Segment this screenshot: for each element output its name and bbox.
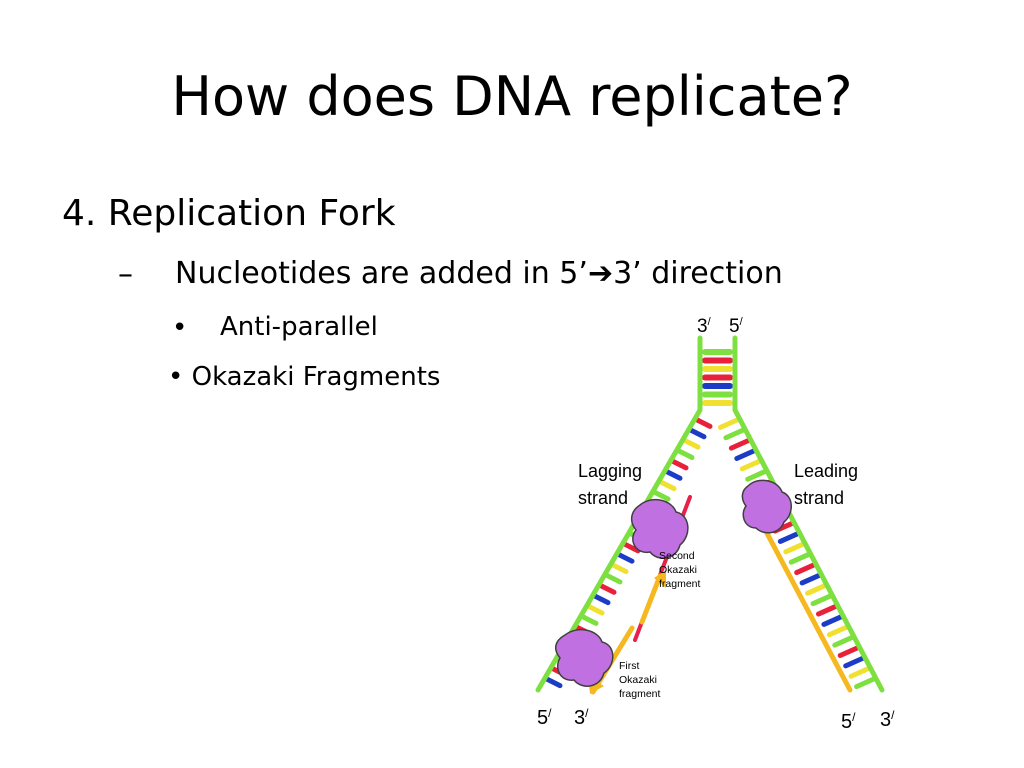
okazaki-bold: Okazaki: [191, 362, 295, 392]
base-pair: [585, 603, 605, 616]
label-leading-2: strand: [794, 488, 844, 508]
bullet-anti-parallel: Anti-parallel: [220, 312, 378, 342]
base-pair: [777, 530, 801, 544]
base-pair: [843, 655, 867, 669]
fragments-text: Fragments: [294, 362, 441, 392]
point-replication-fork: 4. Replication Fork: [62, 193, 396, 234]
base-pair: [717, 416, 741, 430]
base-pair: [745, 468, 769, 482]
label-lagging-2: strand: [578, 488, 628, 508]
base-pair: [681, 437, 701, 450]
base-pair: [854, 676, 878, 690]
base-pair: [597, 582, 617, 595]
okazaki-arrow-second: [654, 570, 666, 588]
direction-text-after: 3’ direction: [613, 256, 783, 291]
polymerase-leading: [741, 479, 792, 534]
base-pair: [693, 416, 713, 429]
base-pair: [848, 665, 872, 679]
base-pair: [675, 447, 695, 460]
dash-bullet: –: [118, 257, 133, 292]
base-pair: [826, 624, 850, 638]
label-second-3: fragment: [659, 578, 701, 590]
bullet-okazaki: • Okazaki Fragments: [168, 360, 440, 394]
base-pair: [663, 468, 683, 481]
label-first-3: fragment: [619, 688, 661, 700]
label-first-1: First: [619, 660, 639, 672]
label-bottom-left-3: 3/: [574, 706, 589, 729]
polymerase-enzymes: [554, 479, 792, 687]
base-pair: [799, 572, 823, 586]
parental-strands: [535, 335, 885, 693]
base-pair: [739, 458, 763, 472]
base-pair: [788, 551, 812, 565]
base-pair: [810, 593, 834, 607]
base-pair: [783, 541, 807, 555]
base-pair-rungs: [543, 349, 878, 690]
label-second-1: Second: [659, 550, 695, 562]
leading-new-strand: [757, 517, 853, 693]
label-top-right-5: 5/: [729, 316, 744, 337]
parental-strand-right: [732, 335, 885, 693]
base-pair: [579, 613, 599, 626]
base-pair: [794, 562, 818, 576]
direction-text-before: Nucleotides are added in 5’: [175, 256, 588, 291]
base-pair: [734, 447, 758, 461]
label-bottom-left-5: 5/: [537, 706, 552, 729]
base-pair: [657, 479, 677, 492]
base-pair: [621, 541, 641, 554]
slide-title: How does DNA replicate?: [171, 65, 853, 128]
okazaki-fragment-second-primer: [639, 573, 663, 625]
label-first-2: Okazaki: [619, 674, 657, 686]
parental-strand-left: [535, 335, 703, 693]
base-pair: [832, 634, 856, 648]
base-pair: [728, 437, 752, 451]
replication-fork-diagram: 3/ 5/ Lagging strand Leading strand Seco…: [535, 316, 895, 733]
base-pair: [815, 603, 839, 617]
label-bottom-right-3: 3/: [880, 708, 895, 731]
right-arrow-icon: ➔: [587, 256, 614, 291]
subpoint-direction: Nucleotides are added in 5’➔3’ direction: [175, 254, 783, 294]
base-pair: [805, 582, 829, 596]
polymerase-lagging-lower: [554, 628, 614, 687]
base-pair: [821, 613, 845, 627]
base-pair: [543, 676, 563, 689]
bullet-dot-2: •: [168, 362, 184, 392]
base-pair: [609, 562, 629, 575]
bullet-dot-1: •: [172, 313, 188, 343]
base-pair: [603, 572, 623, 585]
label-lagging-1: Lagging: [578, 461, 642, 481]
diagram-labels: 3/ 5/ Lagging strand Leading strand Seco…: [537, 316, 895, 733]
label-bottom-right-5: 5/: [841, 710, 856, 733]
base-pair: [651, 489, 671, 502]
base-pair: [723, 427, 747, 441]
label-second-2: Okazaki: [659, 564, 697, 576]
base-pair: [591, 593, 611, 606]
base-pair: [615, 551, 635, 564]
polymerase-lagging-upper: [630, 498, 689, 559]
base-pair: [669, 458, 689, 471]
label-leading-1: Leading: [794, 461, 858, 481]
base-pair: [687, 427, 707, 440]
label-top-left-3: 3/: [697, 316, 712, 337]
base-pair: [837, 645, 861, 659]
